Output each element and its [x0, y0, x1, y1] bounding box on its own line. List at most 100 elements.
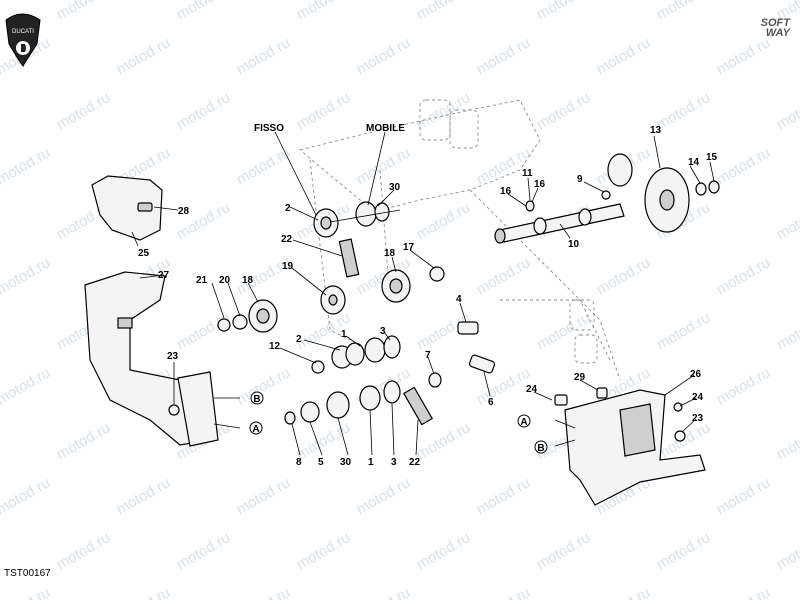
callout-11: 11: [522, 168, 533, 179]
watermark-text: motod.ru: [354, 144, 414, 188]
callout-14: 14: [688, 157, 700, 168]
watermark-text: motod.ru: [0, 584, 53, 600]
watermark-text: motod.ru: [594, 584, 654, 600]
marker-a-right: A: [518, 415, 530, 428]
watermark-text: motod.ru: [0, 254, 53, 298]
callout-24: 24: [692, 392, 704, 403]
watermark-text: motod.ru: [354, 34, 414, 78]
watermark-text: motod.ru: [654, 89, 714, 133]
callout-19: 19: [282, 261, 294, 272]
watermark-text: motod.ru: [474, 34, 534, 78]
watermark-text: motod.ru: [414, 0, 474, 23]
cover-plate-28: [92, 176, 162, 246]
callout-28: 28: [178, 206, 190, 217]
watermark-text: motod.ru: [114, 474, 174, 518]
watermark-text: motod.ru: [534, 89, 594, 133]
callout-22: 22: [409, 457, 421, 468]
watermark-text: motod.ru: [174, 0, 234, 23]
callout-22: 22: [281, 234, 293, 245]
watermark-text: motod.ru: [774, 309, 800, 353]
watermark-text: motod.ru: [654, 529, 714, 573]
callout-23: 23: [692, 413, 704, 424]
watermark-text: motod.ru: [354, 584, 414, 600]
watermark-text: motod.ru: [474, 144, 534, 188]
watermark-text: motod.ru: [774, 419, 800, 463]
callout-3: 3: [380, 326, 386, 337]
softway-line2: WAY: [761, 28, 790, 38]
watermark-text: motod.ru: [54, 419, 114, 463]
cam-gear-13: [608, 154, 719, 232]
screw-23-left: [169, 405, 179, 415]
watermark-text: motod.ru: [54, 529, 114, 573]
callout-8: 8: [296, 457, 302, 468]
marker-b-left: B: [251, 392, 263, 405]
callout-2: 2: [285, 203, 291, 214]
washer-7: [429, 373, 441, 387]
callout-16: 16: [534, 179, 546, 190]
callout-21: 21: [196, 275, 208, 286]
watermark-text: motod.ru: [414, 529, 474, 573]
callout-30: 30: [340, 457, 352, 468]
watermark-text: motod.ru: [714, 474, 774, 518]
watermark-text: motod.ru: [0, 474, 53, 518]
watermark-text: motod.ru: [534, 529, 594, 573]
callout-29: 29: [574, 372, 586, 383]
watermark-text: motod.ru: [0, 144, 53, 188]
watermark-text: motod.ru: [474, 474, 534, 518]
softway-mark: SOFT WAY: [761, 18, 790, 38]
callout-9: 9: [577, 174, 583, 185]
watermark-text: motod.ru: [474, 584, 534, 600]
camshaft-10: [495, 204, 624, 243]
watermark-text: motod.ru: [54, 0, 114, 23]
callout-1: 1: [368, 457, 374, 468]
svg-text:A: A: [520, 417, 527, 428]
watermark-text: motod.ru: [654, 0, 714, 23]
callout-20: 20: [219, 275, 231, 286]
callout-18: 18: [242, 275, 254, 286]
callout-15: 15: [706, 152, 718, 163]
watermark-text: motod.ru: [234, 474, 294, 518]
watermark-text: motod.ru: [0, 364, 53, 408]
watermark-text: motod.ru: [534, 309, 594, 353]
watermark-text: motod.ru: [594, 254, 654, 298]
tensioner-upper: [312, 336, 400, 373]
watermark-text: motod.ru: [114, 584, 174, 600]
marker-a-left: A: [250, 422, 262, 435]
watermark-text: motod.ru: [234, 584, 294, 600]
heading-fixed: FISSO: [254, 123, 284, 134]
watermark-text: motod.ru: [594, 34, 654, 78]
callout-13: 13: [650, 125, 662, 136]
watermark-text: motod.ru: [234, 364, 294, 408]
stud-4: [458, 322, 478, 334]
watermark-text: motod.ru: [234, 34, 294, 78]
watermark-text: motod.ru: [54, 89, 114, 133]
callout-4: 4: [456, 294, 462, 305]
svg-text:A: A: [252, 424, 259, 435]
logo-brand-text: DUCATI: [12, 29, 34, 35]
svg-text:B: B: [253, 394, 260, 405]
watermark-text: motod.ru: [174, 529, 234, 573]
watermark-text: motod.ru: [714, 364, 774, 408]
watermark-text: motod.ru: [294, 0, 354, 23]
callout-10: 10: [568, 239, 580, 250]
watermark-text: motod.ru: [774, 529, 800, 573]
callout-30: 30: [389, 182, 401, 193]
watermark-text: motod.ru: [294, 529, 354, 573]
watermark-text: motod.ru: [774, 89, 800, 133]
callout-24: 24: [526, 384, 538, 395]
callout-17: 17: [403, 242, 415, 253]
callout-6: 6: [488, 397, 494, 408]
watermark-text: motod.ru: [114, 34, 174, 78]
callout-12: 12: [269, 341, 281, 352]
watermark-text: motod.ru: [534, 0, 594, 23]
callout-27: 27: [158, 270, 170, 281]
watermark-text: motod.ru: [474, 254, 534, 298]
callout-26: 26: [690, 369, 702, 380]
callout-23: 23: [167, 351, 179, 362]
callout-1: 1: [341, 329, 347, 340]
callout-5: 5: [318, 457, 324, 468]
pin-6: [469, 354, 496, 373]
watermark-text: motod.ru: [714, 34, 774, 78]
watermark-text: motod.ru: [294, 89, 354, 133]
